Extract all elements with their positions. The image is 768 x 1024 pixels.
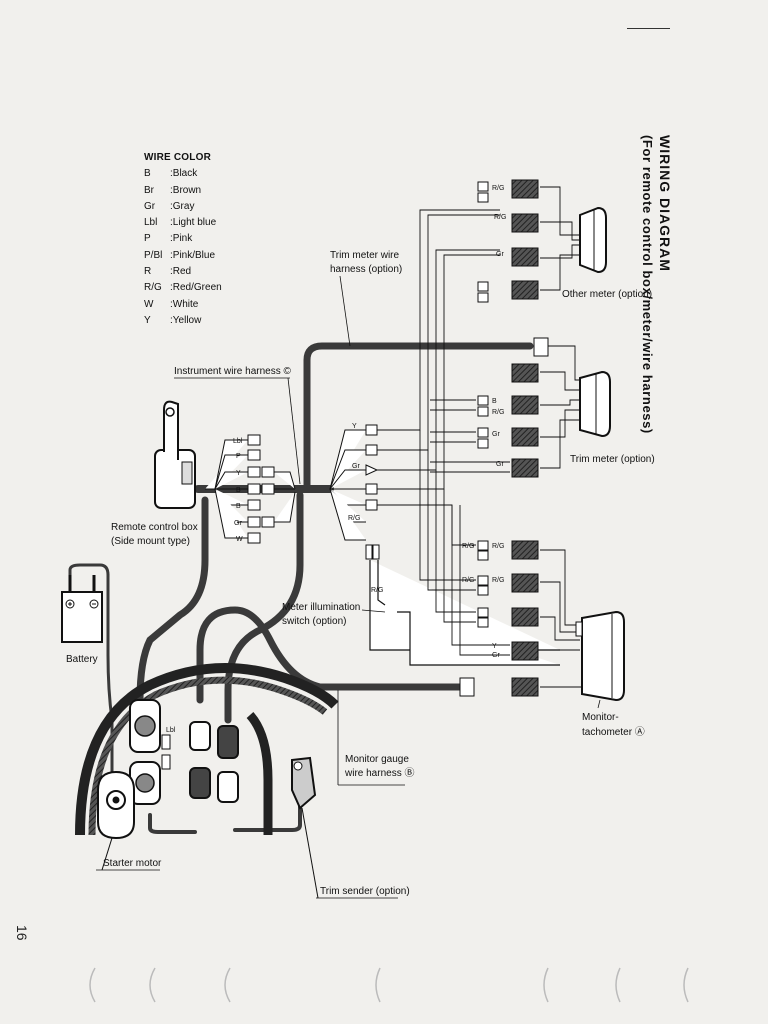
remote-control-box: [154, 400, 196, 509]
wire-label-lbl: Lbl: [233, 438, 243, 445]
right-connectors: [459, 179, 549, 697]
wire-label-y: Y: [236, 470, 241, 477]
wire-label-p: P: [236, 453, 241, 460]
header-rule: [627, 28, 670, 29]
trim-meter: [579, 370, 611, 438]
trim-harness-leader: [339, 275, 351, 347]
other-meter: [579, 206, 607, 274]
wire-label-b: B: [236, 487, 241, 494]
monitor-tachometer: [575, 610, 625, 702]
wire-color-legend: WIRE COLOR B:Black Br:Brown Gr:Gray Lbl:…: [144, 150, 222, 329]
connector-small-1: [189, 721, 211, 751]
instrument-harness-leader: [287, 377, 301, 485]
svg-text:Y: Y: [492, 643, 497, 650]
svg-text:R/G: R/G: [462, 577, 474, 584]
label-monitor-harness-2: wire harness Ⓑ: [344, 767, 414, 779]
wire-label-rg-switch: R/G: [371, 587, 383, 594]
starter-motor: [97, 770, 135, 840]
svg-text:R/G: R/G: [492, 409, 504, 416]
label-trim-sender: Trim sender (option): [320, 886, 410, 897]
svg-text:Gr: Gr: [492, 652, 500, 659]
binder-marks: [89, 967, 689, 1003]
remote-box-branches: [205, 434, 296, 544]
label-remote-box-1: Remote control box: [111, 522, 198, 533]
label-trim-harness-1: Trim meter wire: [330, 250, 400, 261]
label-remote-box-2: (Side mount type): [111, 536, 190, 547]
legend-item: W:White: [144, 298, 199, 310]
wire-label-gr: Gr: [234, 520, 242, 527]
label-monitor-tach-1: Monitor-: [582, 712, 619, 723]
svg-text:Gr: Gr: [496, 461, 504, 468]
legend-item: Y:Yellow: [144, 314, 202, 326]
legend-item: P:Pink: [144, 233, 193, 245]
svg-text:Gr: Gr: [496, 251, 504, 258]
battery: [61, 575, 103, 643]
monitor-harness-trunk: [196, 606, 464, 704]
label-instrument-harness: Instrument wire harness ©: [174, 366, 291, 377]
svg-text:R/G: R/G: [462, 543, 474, 550]
wire-label-lbl-1: Lbl: [166, 727, 176, 734]
label-meter-switch-1: Meter illumination: [282, 602, 360, 613]
label-monitor-tach-2: tachometer Ⓐ: [582, 726, 645, 738]
legend-item: P/Bl:Pink/Blue: [144, 249, 216, 261]
label-trim-meter: Trim meter (option): [570, 454, 655, 465]
label-meter-switch-2: switch (option): [282, 616, 346, 627]
wire-label-rg-center: R/G: [348, 515, 360, 522]
right-wire-labels: R/G R/G Gr B R/G Gr Gr R/G R/G R/G R/G Y…: [462, 185, 506, 659]
connector-small-4: [217, 771, 239, 803]
legend-item: Br:Brown: [144, 184, 202, 196]
wire-label-gr-center: Gr: [352, 463, 360, 470]
svg-text:B: B: [492, 398, 497, 405]
engine-connectors: [129, 699, 239, 805]
legend-item: R:Red: [144, 266, 192, 278]
connector-small-2: [217, 725, 239, 759]
legend-item: Lbl:Light blue: [144, 217, 217, 229]
legend-item: B:Black: [144, 168, 198, 180]
meter-illumination-switch: [369, 560, 560, 666]
wire-label-y-center: Y: [352, 423, 357, 430]
connector-small-3: [189, 767, 211, 799]
label-starter-motor: Starter motor: [103, 858, 162, 869]
wire-label-b2: B: [236, 503, 241, 510]
label-battery: Battery: [66, 654, 98, 665]
legend-header: WIRE COLOR: [144, 152, 211, 163]
legend-item: Gr:Gray: [144, 200, 195, 212]
trim-sender-leader: [301, 807, 319, 899]
svg-text:Gr: Gr: [492, 431, 500, 438]
svg-text:R/G: R/G: [492, 577, 504, 584]
svg-text:R/G: R/G: [492, 185, 504, 192]
label-monitor-harness-1: Monitor gauge: [345, 754, 409, 765]
label-trim-harness-2: harness (option): [330, 264, 402, 275]
trim-meter-harness-trunk: [303, 342, 534, 489]
svg-text:R/G: R/G: [492, 543, 504, 550]
switch-leader: [361, 609, 386, 613]
engine-cover: [75, 663, 339, 836]
wire-label-w: W: [236, 536, 243, 543]
instrument-harness-branches: [329, 424, 380, 560]
svg-text:R/G: R/G: [494, 214, 506, 221]
remote-box-trunk: [136, 496, 209, 704]
starter-leader: [101, 837, 113, 871]
trim-sender: [291, 756, 317, 810]
label-other-meter: Other meter (option): [562, 289, 652, 300]
right-wiring: [377, 186, 582, 688]
legend-item: R/G:Red/Green: [144, 282, 222, 294]
